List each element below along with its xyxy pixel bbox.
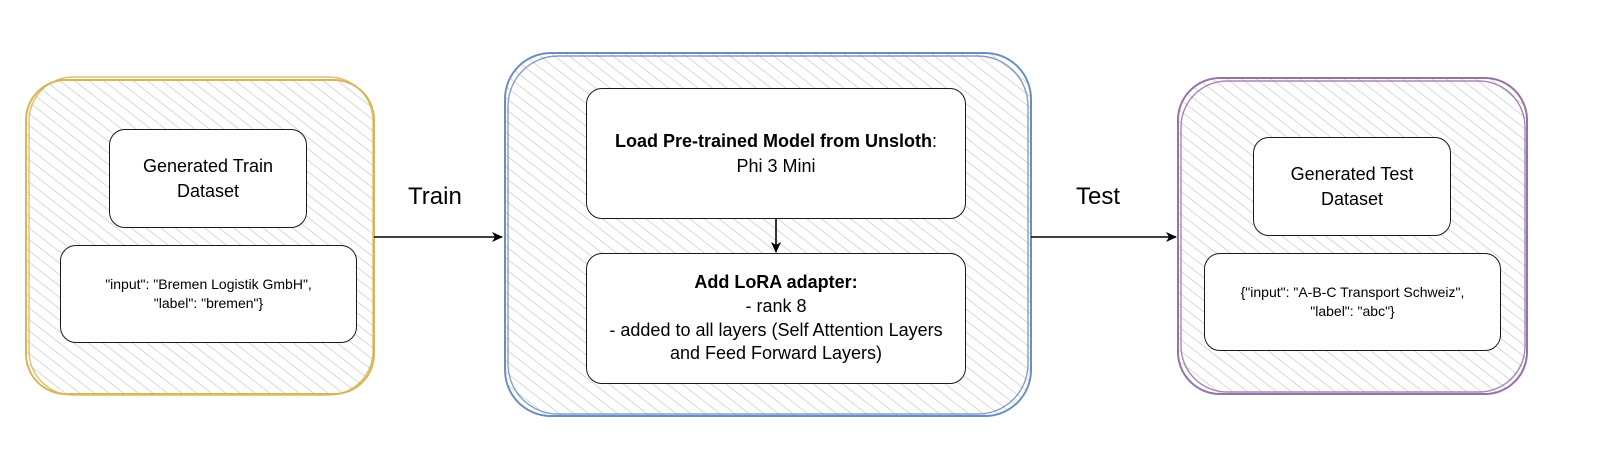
train-example-box: "input": "Bremen Logistik GmbH", "label"… [60,245,357,343]
test-dataset-box: Generated Test Dataset [1253,137,1451,236]
test-dataset-line2: Dataset [1320,188,1384,209]
test-example-box: {"input": "A-B-C Transport Schweiz", "la… [1204,253,1501,351]
train-group-container [25,76,375,396]
train-example-line2: "label": "bremen"} [153,295,264,311]
load-model-title-suffix: : [932,130,938,151]
lora-adapter-line3: and Feed Forward Layers) [669,343,883,364]
train-example-line1: "input": "Bremen Logistik GmbH", [105,275,312,292]
load-model-name: Phi 3 Mini [736,155,816,176]
lora-adapter-title: Add LoRA adapter: [694,272,858,292]
load-model-box: Load Pre-trained Model from Unsloth: Phi… [586,88,966,219]
load-model-title: Load Pre-trained Model from Unsloth [614,130,932,151]
lora-adapter-line2: - added to all layers (Self Attention La… [609,319,943,340]
test-example-line2: "label": "abc"} [1310,303,1395,319]
test-edge-label: Test [1076,183,1121,210]
train-edge-label: Train [408,183,462,210]
test-dataset-line1: Generated Test [1290,163,1414,184]
train-dataset-line1: Generated Train [142,155,274,176]
train-dataset-line2: Dataset [176,180,240,201]
lora-adapter-box: Add LoRA adapter: - rank 8 - added to al… [586,253,966,384]
train-dataset-box: Generated Train Dataset [109,129,307,228]
lora-adapter-line1: - rank 8 [745,295,807,316]
test-example-line1: {"input": "A-B-C Transport Schweiz", [1240,283,1465,300]
